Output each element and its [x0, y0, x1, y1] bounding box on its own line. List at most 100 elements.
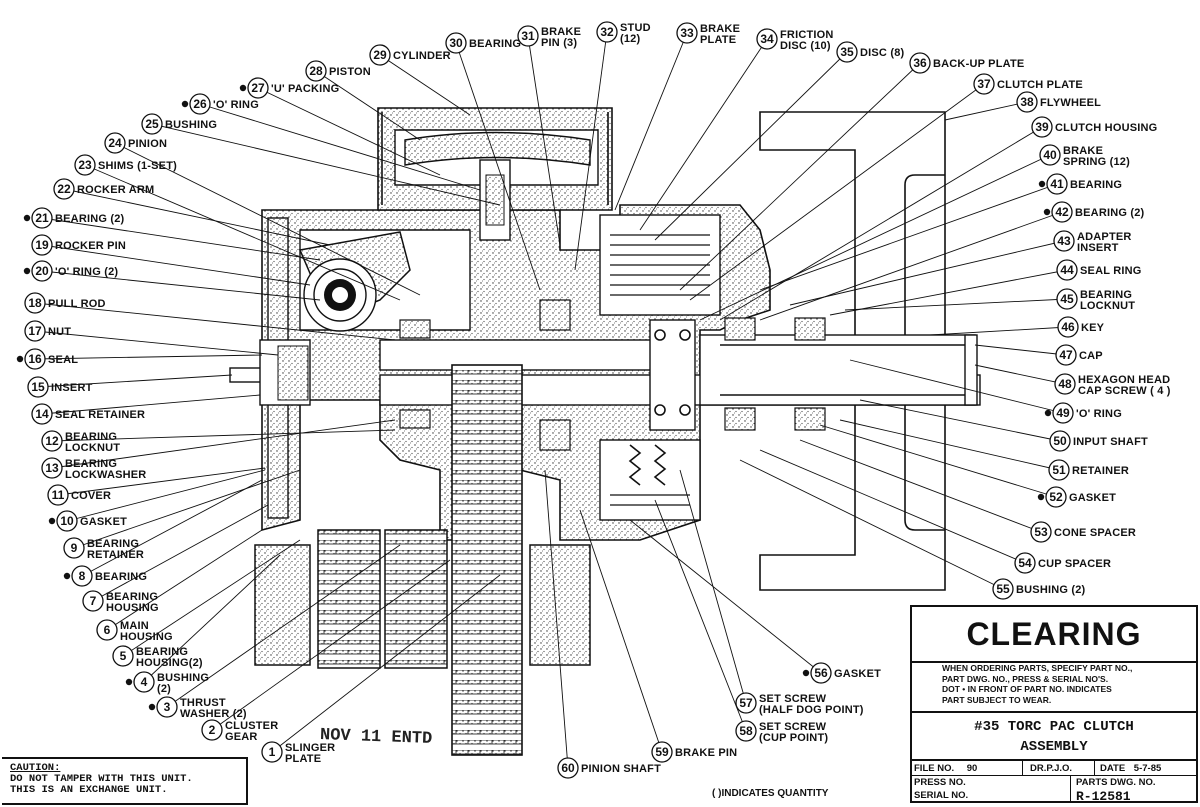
title-block: CLEARING WHEN ORDERING PARTS, SPECIFY PA… — [910, 605, 1198, 804]
serial-no-label: SERIAL NO. — [914, 790, 969, 801]
callout-number: 39 — [1035, 120, 1049, 134]
callout-label: BEARING — [65, 431, 117, 443]
callout-leader-53 — [799, 439, 1042, 533]
callout-leader-6 — [106, 529, 263, 631]
callout-badge-56 — [810, 662, 832, 684]
callout-leader-1 — [271, 574, 501, 753]
callout-leader-47 — [974, 344, 1067, 356]
callout-label: SEAL — [48, 354, 78, 366]
callout-number: 15 — [31, 380, 45, 394]
callout-leader-18 — [34, 302, 396, 341]
callout-label-line-2: LOCKNUT — [1080, 300, 1135, 312]
callout-number: 11 — [52, 488, 65, 502]
callout-label: DISC (8) — [860, 47, 905, 59]
instruction-line: PART SUBJECT TO WEAR. — [942, 694, 1052, 705]
callout-badge-13 — [41, 457, 63, 479]
file-no-value: 90 — [966, 763, 978, 774]
instruction-line: PART DWG. NO., PRESS & SERIAL NO'S. — [942, 673, 1109, 684]
callout-leader-8 — [81, 479, 263, 577]
callout-number: 44 — [1060, 263, 1074, 277]
callout-badge-51 — [1048, 459, 1070, 481]
callout-label-line-2: WASHER (2) — [180, 708, 247, 720]
callout-leader-36 — [679, 62, 921, 291]
callout-label: CLUTCH HOUSING — [1055, 122, 1157, 134]
callout-leader-15 — [37, 374, 233, 388]
callout-label: BEARING — [95, 571, 147, 583]
callout-badge-34 — [756, 28, 778, 50]
callout-number: 4 — [141, 675, 148, 689]
callout-number: 21 — [35, 211, 49, 225]
parts-dwg-label: PARTS DWG. NO. — [1076, 777, 1156, 788]
callout-label-line-2: (12) — [620, 33, 640, 45]
callout-number: 27 — [251, 81, 265, 95]
callout-badge-32 — [596, 21, 618, 43]
callout-number: 37 — [977, 77, 991, 91]
callout-badge-30 — [445, 32, 467, 54]
callout-badge-2 — [201, 719, 223, 741]
callout-label: COVER — [71, 490, 111, 502]
callout-label: BEARING — [106, 591, 158, 603]
callout-badge-15 — [27, 376, 49, 398]
callout-label: ADAPTER — [1077, 231, 1132, 243]
callout-badge-6 — [96, 619, 118, 641]
callout-badge-60 — [557, 757, 579, 779]
callout-badge-8 — [71, 565, 93, 587]
callout-label: BRAKE — [700, 23, 740, 35]
callout-label-line-2: HOUSING(2) — [136, 657, 203, 669]
callout-badge-18 — [24, 292, 46, 314]
callout-label: BUSHING — [165, 119, 217, 131]
callout-leader-5 — [122, 539, 301, 657]
callout-number: 29 — [373, 48, 387, 62]
callout-number: 56 — [814, 666, 828, 680]
callout-label: BEARING (2) — [55, 213, 125, 225]
callout-label: KEY — [1081, 322, 1105, 334]
callout-leader-52 — [819, 424, 1057, 498]
callout-number: 48 — [1058, 377, 1072, 391]
callout-number: 35 — [840, 45, 854, 59]
callout-badge-57 — [735, 692, 757, 714]
callout-leader-42 — [759, 211, 1063, 321]
callout-leader-55 — [739, 459, 1004, 590]
callout-label-line-2: RETAINER — [87, 549, 144, 561]
callout-leader-4 — [143, 554, 281, 683]
callout-label: GASKET — [80, 516, 127, 528]
received-stamp: NOV 11 ENTD — [319, 726, 433, 749]
callout-number: 40 — [1043, 148, 1057, 162]
callout-number: 50 — [1053, 434, 1067, 448]
callout-badge-19 — [31, 234, 53, 256]
callout-badge-9 — [63, 537, 85, 559]
callout-leader-40 — [699, 154, 1051, 321]
callout-label: BEARING — [136, 646, 188, 658]
brand-logo: CLEARING — [912, 607, 1196, 663]
callout-leader-13 — [51, 419, 396, 469]
callout-label: BEARING — [469, 38, 521, 50]
callout-number: 59 — [655, 745, 669, 759]
rocker-arm — [298, 231, 411, 332]
callout-number: 2 — [209, 723, 216, 737]
caution-line-2: THIS IS AN EXCHANGE UNIT. — [10, 784, 168, 796]
callout-leader-12 — [51, 429, 396, 442]
callout-label-line-2: LOCKWASHER — [65, 469, 146, 481]
callout-leader-45 — [844, 298, 1068, 311]
callout-number: 9 — [71, 541, 78, 555]
callout-badge-53 — [1030, 521, 1052, 543]
callout-label: CLUTCH PLATE — [997, 79, 1083, 91]
callout-label: 'O' RING (2) — [55, 266, 118, 278]
callout-badge-21 — [31, 207, 53, 229]
callout-badge-14 — [31, 403, 53, 425]
part-title: #35 TORC PAC CLUTCH ASSEMBLY — [912, 711, 1196, 761]
callout-leader-60 — [544, 469, 569, 769]
callout-number: 52 — [1049, 490, 1063, 504]
callout-label: INSERT — [51, 382, 93, 394]
wear-part-dot — [1037, 493, 1045, 501]
callout-leader-37 — [689, 83, 985, 301]
callout-badge-3 — [156, 696, 178, 718]
callout-badge-22 — [53, 178, 75, 200]
callout-badge-29 — [369, 44, 391, 66]
callout-number: 38 — [1020, 95, 1034, 109]
date: DATE 5-7-85 — [1100, 763, 1161, 774]
callout-leader-2 — [211, 559, 451, 731]
callout-label: ROCKER ARM — [77, 184, 154, 196]
callout-number: 1 — [269, 745, 276, 759]
callout-leader-31 — [527, 35, 561, 246]
